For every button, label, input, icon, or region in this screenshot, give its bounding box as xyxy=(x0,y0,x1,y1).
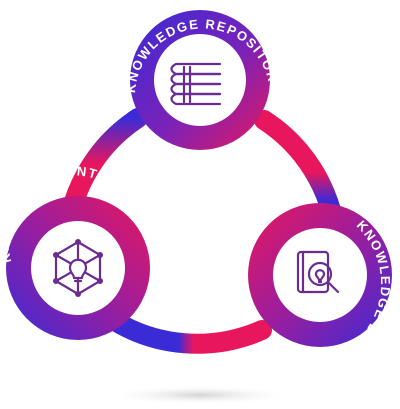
ground-shadow xyxy=(105,385,295,405)
books-stack-icon xyxy=(170,62,222,106)
ring-arc-bottom xyxy=(100,308,272,354)
node-core-top xyxy=(154,34,246,126)
network-lightbulb-icon xyxy=(53,239,103,297)
node-knowledge-discovery: KNOWLEDGE DISCOVERY xyxy=(248,203,392,374)
node-core-left xyxy=(31,221,125,315)
document-magnifier-lightbulb-icon xyxy=(296,250,340,294)
node-core-right xyxy=(273,228,367,322)
node-knowledge-repository: KNOWLEDGE REPOSITORY xyxy=(123,10,280,150)
